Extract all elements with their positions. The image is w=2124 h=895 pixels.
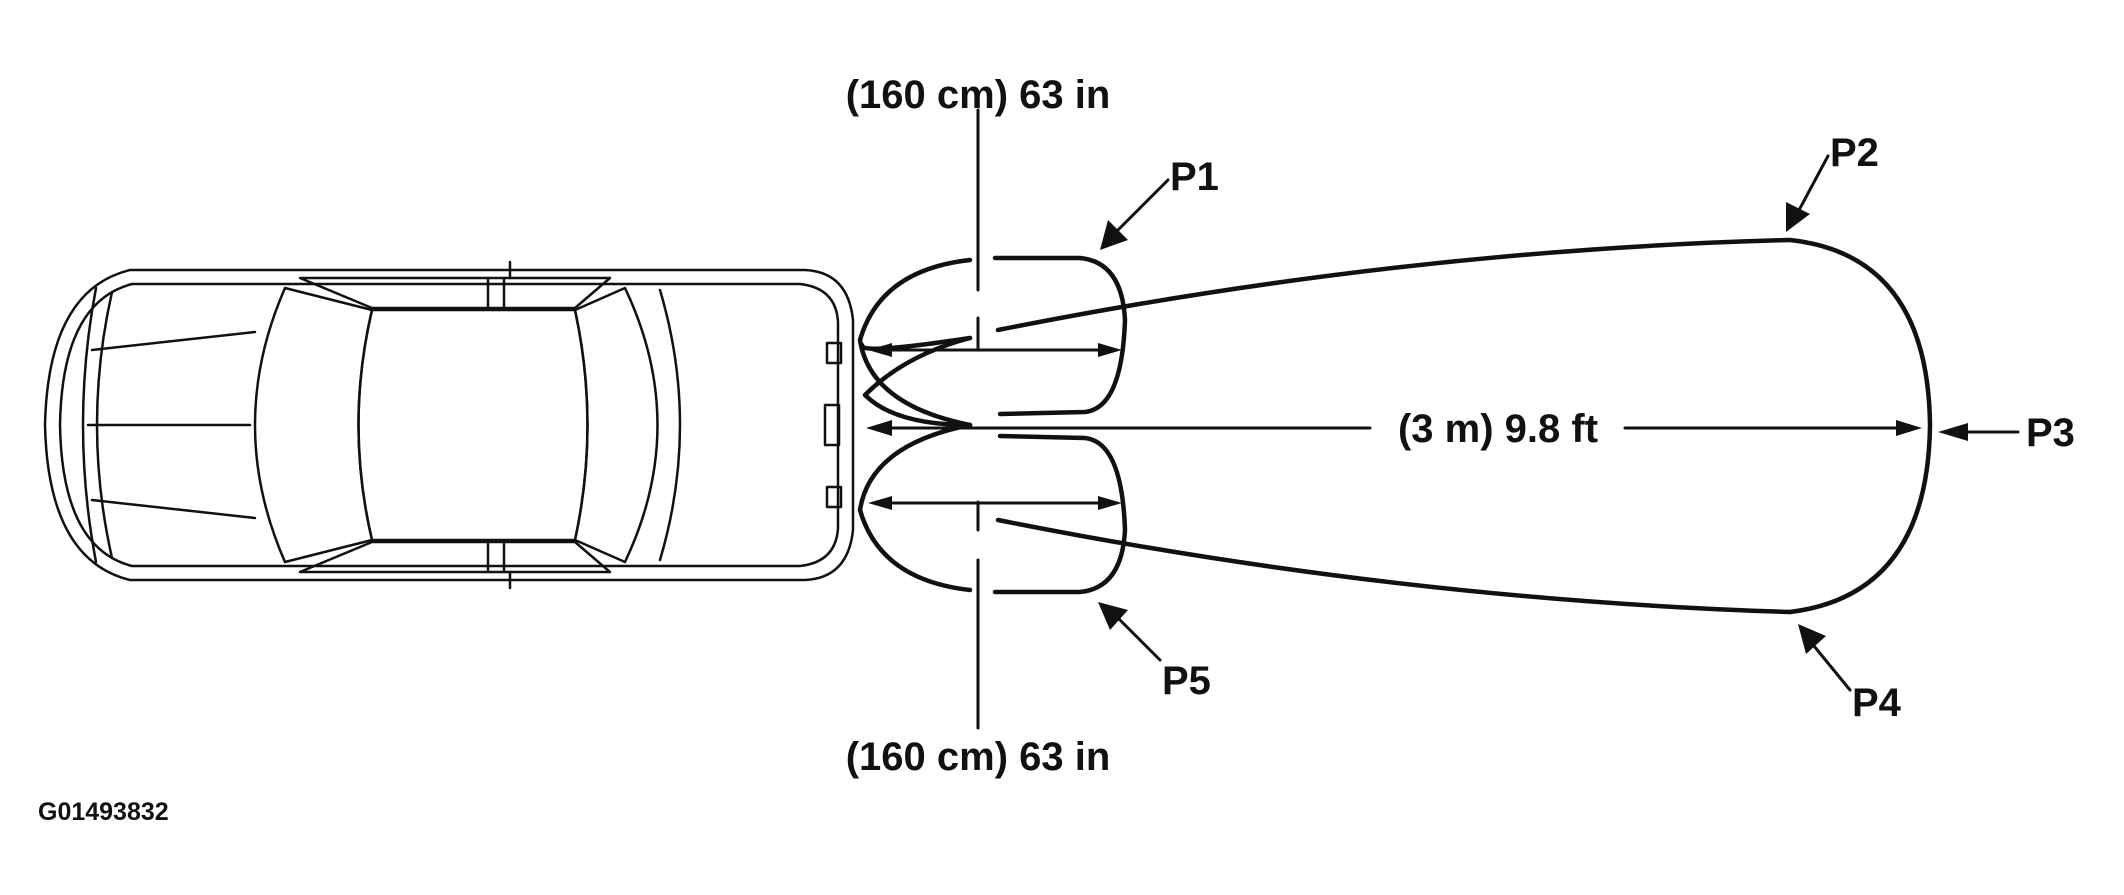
detection-zones [857, 237, 1933, 615]
bottom-width-arrow-right [1098, 496, 1122, 510]
labels: (160 cm) 63 in (160 cm) 63 in (3 m) 9.8 … [38, 73, 2075, 826]
center-length-arrow-left [866, 420, 892, 436]
sensor-middle [823, 403, 841, 447]
hood-line-upper [90, 330, 257, 352]
p1-leader [1110, 178, 1170, 238]
point-label-p4: P4 [1852, 681, 1902, 725]
point-label-p5: P5 [1162, 659, 1211, 703]
hood-line-lower [90, 498, 257, 520]
sensor-bottom [825, 485, 843, 509]
vehicle-hood [81, 286, 98, 564]
point-callouts [1098, 154, 2020, 692]
bottom-dimension-label: (160 cm) 63 in [846, 735, 1111, 779]
short-zone-top-outline [857, 257, 973, 428]
dimension-lines [866, 108, 1922, 730]
point-label-p2: P2 [1830, 131, 1879, 175]
long-zone-top-edge [995, 237, 1793, 333]
center-dimension-label: (3 m) 9.8 ft [1398, 407, 1598, 451]
center-length-arrow-right [1896, 420, 1922, 436]
short-zone-bottom-right [992, 433, 1128, 595]
p2-arrowhead [1786, 202, 1810, 232]
vehicle-side-window-top [298, 276, 612, 310]
vehicle-side-window-bottom [298, 540, 612, 574]
p4-leader [1812, 644, 1852, 692]
vehicle-rear-window [573, 286, 659, 564]
top-width-arrow-right [1098, 343, 1122, 357]
long-zone-end-arc [1787, 237, 1933, 615]
p5-arrowhead [1098, 602, 1128, 630]
center-dimension-label-bg [1378, 400, 1618, 456]
point-label-p3: P3 [2026, 411, 2075, 455]
vehicle-body-outline [43, 268, 855, 582]
short-zone-top-right [992, 255, 1128, 417]
bottom-width-arrow-left [868, 496, 892, 510]
top-width-arrow-left [868, 343, 892, 357]
vehicle-top-view [43, 260, 855, 590]
p4-arrowhead [1798, 624, 1826, 654]
vehicle-windshield [253, 286, 374, 564]
p3-arrowhead [1938, 423, 1968, 441]
top-dimension-label: (160 cm) 63 in [846, 73, 1111, 117]
vehicle-body-inner-line [58, 282, 840, 568]
vehicle-roof [357, 308, 589, 542]
sensor-top [825, 341, 843, 365]
vehicle-trunk-line [658, 288, 682, 562]
p1-arrowhead [1100, 220, 1128, 250]
p5-leader [1116, 616, 1162, 662]
point-label-p1: P1 [1170, 155, 1219, 199]
short-zone-bottom-outline [857, 422, 973, 593]
p2-leader [1796, 154, 1830, 214]
long-zone-bottom-edge [995, 517, 1793, 615]
figure-id-label: G01493832 [38, 798, 169, 826]
